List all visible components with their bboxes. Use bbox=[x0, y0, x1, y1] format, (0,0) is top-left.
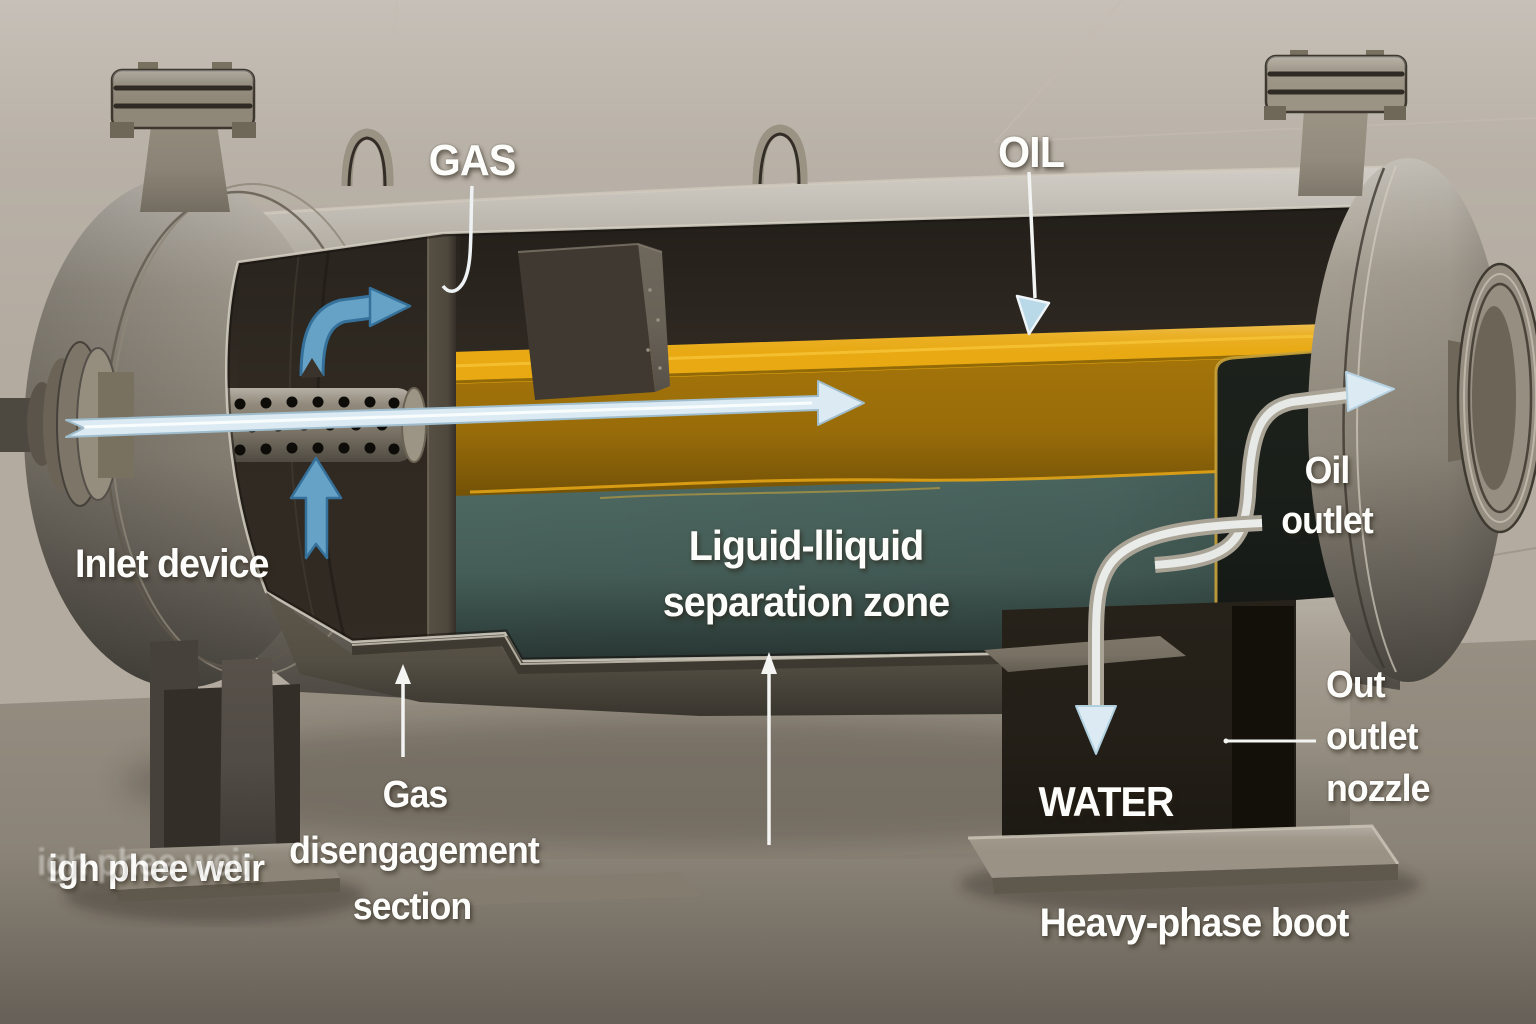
label-outlet-nozzle-line2: outlet bbox=[1326, 716, 1419, 758]
vessel-bottom-band bbox=[266, 592, 1007, 716]
inlet-curved-arrow bbox=[299, 286, 412, 378]
demister-pad bbox=[517, 242, 670, 400]
label-weir-ghost: igh phee weir bbox=[36, 842, 254, 884]
dome-weld-seam bbox=[1342, 167, 1386, 669]
oil-outlet-chamber bbox=[1214, 344, 1389, 652]
baffle-plate bbox=[427, 234, 456, 650]
label-outlet-nozzle-line1: Out bbox=[1326, 664, 1386, 706]
gas-leader-line bbox=[441, 185, 474, 293]
label-separation-zone-line2: separation zone bbox=[662, 578, 950, 625]
label-outlet-nozzle-line3: nozzle bbox=[1326, 768, 1430, 810]
outlet-nozzle-leader-line bbox=[1223, 738, 1316, 744]
label-oil: OIL bbox=[997, 128, 1065, 177]
label-gas: GAS bbox=[428, 136, 517, 185]
top-right-nozzle bbox=[1264, 50, 1408, 196]
label-oil-outlet-line1: Oil bbox=[1304, 450, 1351, 492]
label-separation-zone-line1: Liguid-lliquid bbox=[688, 522, 925, 569]
oil-outlet-nozzle bbox=[1448, 262, 1536, 534]
boot-slot bbox=[1232, 606, 1294, 846]
inlet-up-arrow bbox=[289, 456, 343, 560]
label-heavy-phase-boot: Heavy-phase boot bbox=[1039, 901, 1350, 945]
saddle-support bbox=[100, 640, 700, 906]
vessel-shadow bbox=[120, 718, 1280, 846]
lifting-lug bbox=[341, 128, 394, 187]
weir-leader-arrow bbox=[761, 652, 777, 845]
band-weld-line bbox=[351, 634, 1007, 666]
wall-seam bbox=[390, 0, 398, 59]
label-gas-disengagement-line1: Gas bbox=[382, 774, 449, 816]
label-gas-disengagement-line2: disengagement bbox=[289, 830, 540, 872]
vessel-shell bbox=[199, 165, 1401, 714]
gas-flow-arrow bbox=[65, 380, 865, 438]
gas-outlet-nozzle bbox=[110, 62, 256, 212]
oil-outlet-arrow bbox=[1154, 371, 1395, 573]
band-dark-lip bbox=[351, 635, 1007, 675]
label-water: WATER bbox=[1038, 778, 1175, 825]
heavy-phase-boot bbox=[967, 596, 1400, 894]
label-gas-disengagement-line3: section bbox=[352, 886, 472, 928]
water-outlet-arrow bbox=[1075, 515, 1263, 755]
rear-base-plate bbox=[430, 872, 700, 906]
shell-top-highlight bbox=[199, 165, 1401, 220]
label-inlet-device: Inlet device bbox=[75, 542, 269, 586]
label-oil-outlet-line2: outlet bbox=[1281, 500, 1374, 542]
lifting-lug bbox=[752, 124, 808, 185]
vessel-right-head bbox=[1308, 158, 1508, 682]
bucket-rim bbox=[1214, 344, 1389, 648]
cutaway-interior bbox=[226, 205, 1389, 661]
oil-leader-arrow bbox=[1015, 171, 1051, 336]
gas-section-leader-arrow bbox=[395, 664, 411, 757]
